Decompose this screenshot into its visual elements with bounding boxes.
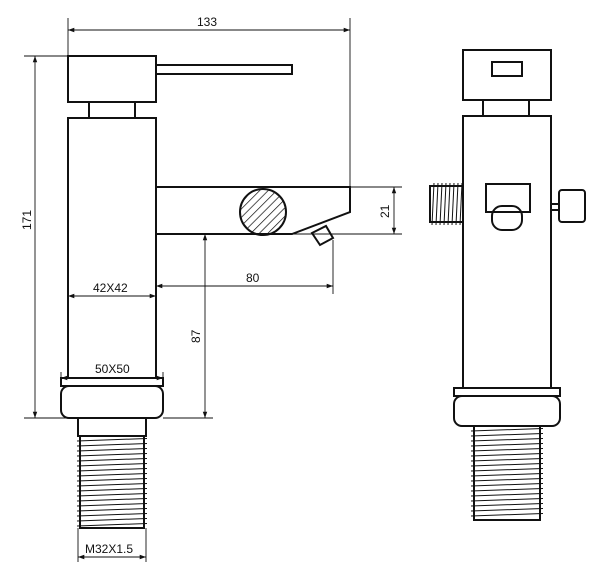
side-base-top [453, 387, 561, 397]
dim-label-133: 133 [197, 15, 217, 29]
handle-collar [88, 101, 136, 119]
front-dimensions: 133 171 21 80 42X42 87 50X50 M32X1.5 [20, 15, 402, 562]
side-spout-outlet [485, 183, 531, 213]
side-tap-body [462, 115, 552, 389]
dim-label-50x50: 50X50 [95, 362, 130, 376]
side-aerator [491, 205, 523, 231]
side-knob-stem [550, 203, 560, 211]
dim-label-thread: M32X1.5 [85, 542, 133, 556]
tap-body [67, 117, 157, 379]
side-inlet-thread [429, 182, 464, 226]
aerator-nozzle [310, 224, 335, 247]
side-view [429, 49, 586, 521]
dim-label-171: 171 [20, 210, 34, 230]
side-knob [558, 189, 586, 223]
dim-label-42x42: 42X42 [93, 281, 128, 295]
dim-label-80: 80 [246, 271, 260, 285]
lever-handle [156, 64, 293, 75]
handle-cap [67, 55, 157, 103]
spout-section-hatch [239, 188, 287, 236]
base-nut [60, 385, 164, 419]
front-view [60, 55, 351, 529]
base-plate-top [60, 377, 164, 387]
spout [156, 186, 351, 235]
shank-collar [77, 417, 147, 437]
dim-label-21: 21 [378, 204, 392, 218]
side-handle-collar [482, 99, 530, 117]
side-lever-end [491, 61, 523, 77]
side-threaded-shank [470, 425, 544, 521]
threaded-shank [76, 435, 148, 529]
dim-label-87: 87 [189, 329, 203, 343]
side-base-nut [453, 395, 561, 427]
